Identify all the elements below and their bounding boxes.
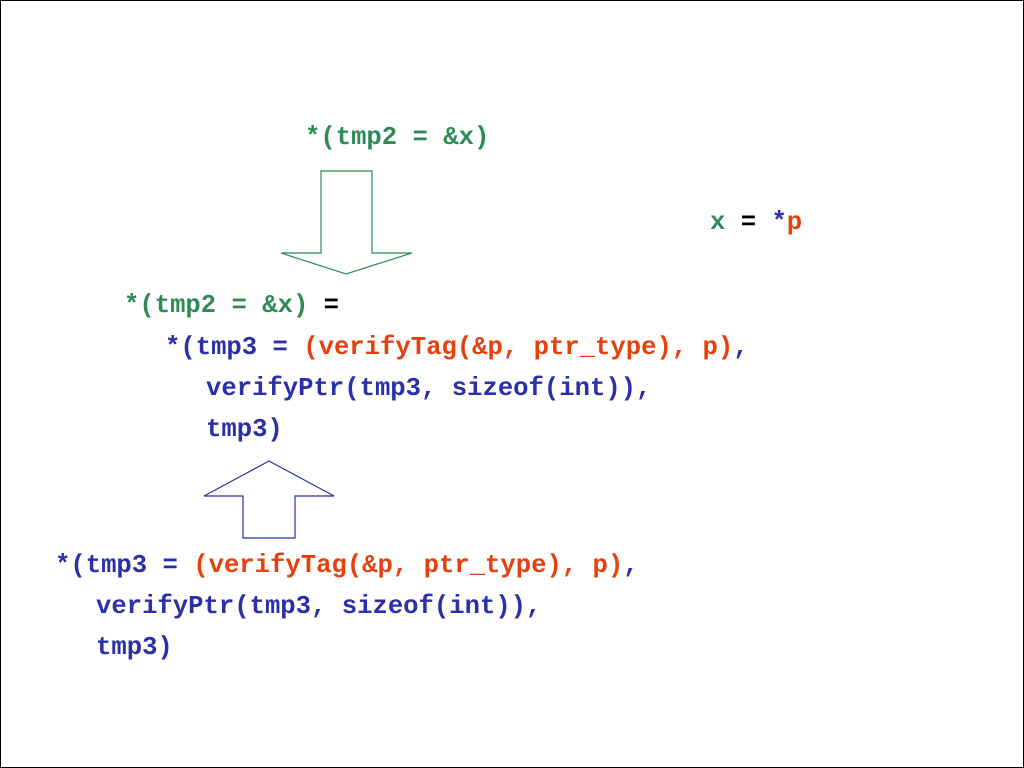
middle-line-1: *(tmp2 = &x) = — [124, 285, 339, 326]
middle-comma: , — [733, 333, 749, 362]
bottom-line-1: *(tmp3 = (verifyTag(&p, ptr_type), p), — [55, 545, 639, 586]
middle-line-4: tmp3) — [206, 415, 283, 444]
source-equals: = — [725, 208, 772, 237]
middle-equals: = — [308, 291, 340, 320]
middle-line-2: *(tmp3 = (verifyTag(&p, ptr_type), p), — [165, 327, 749, 368]
middle-line-3: verifyPtr(tmp3, sizeof(int)), — [206, 374, 652, 403]
middle-tmp3-prefix: *(tmp3 = — [165, 333, 304, 362]
source-x: x — [710, 208, 726, 237]
source-deref-star: * — [771, 208, 787, 237]
source-statement: x = *p — [710, 202, 802, 243]
bottom-verifytag-expr: (verifyTag(&p, ptr_type), p) — [193, 551, 624, 580]
middle-verifytag-expr: (verifyTag(&p, ptr_type), p) — [303, 333, 734, 362]
up-arrow-icon — [203, 460, 335, 539]
bottom-comma: , — [623, 551, 639, 580]
bottom-line-2: verifyPtr(tmp3, sizeof(int)), — [96, 592, 542, 621]
source-p: p — [786, 208, 803, 237]
down-arrow-icon — [280, 170, 413, 275]
top-expression: *(tmp2 = &x) — [305, 123, 490, 152]
bottom-line-3: tmp3) — [96, 633, 173, 662]
bottom-tmp3-prefix: *(tmp3 = — [55, 551, 194, 580]
middle-lhs: *(tmp2 = &x) — [124, 291, 309, 320]
